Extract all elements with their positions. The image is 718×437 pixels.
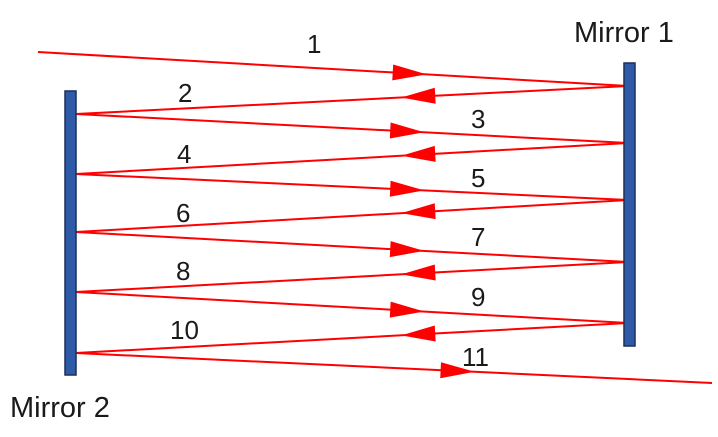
beam-arrow-5 <box>389 180 425 197</box>
segment-label-8: 8 <box>176 256 190 286</box>
segment-label-5: 5 <box>471 163 485 193</box>
segment-label-1: 1 <box>307 29 321 59</box>
beam-segment-4 <box>75 142 629 175</box>
beam-arrow-2 <box>401 87 436 104</box>
beam-segment-8 <box>75 261 629 293</box>
beam-arrow-8 <box>401 264 436 281</box>
mirror-1 <box>623 62 636 347</box>
beam-segment-7 <box>75 231 629 263</box>
beam-segment-5 <box>75 173 629 201</box>
beam-segment-1 <box>37 51 629 87</box>
beam-segment-11 <box>75 352 713 384</box>
beam-arrow-4 <box>401 145 436 162</box>
beam-arrow-10 <box>401 325 436 342</box>
beam-arrow-3 <box>389 122 425 139</box>
segment-label-7: 7 <box>471 222 485 252</box>
mirror-2-label: Mirror 2 <box>10 392 110 424</box>
segment-label-2: 2 <box>178 78 192 108</box>
beam-segment-3 <box>75 113 629 144</box>
beam-arrow-11 <box>440 362 475 379</box>
segment-label-11: 11 <box>462 342 489 372</box>
segment-labels: 1 2 3 4 5 6 7 8 9 10 11 <box>170 29 489 372</box>
beam-arrow-7 <box>389 241 425 258</box>
mirror-1-label: Mirror 1 <box>574 17 674 49</box>
beam-segment-2 <box>75 85 629 115</box>
beam-segment-9 <box>75 291 629 324</box>
beam-paths <box>37 51 713 384</box>
beam-arrow-9 <box>389 301 425 318</box>
beam-arrow-1 <box>392 64 427 81</box>
segment-label-6: 6 <box>176 198 190 228</box>
beam-arrow-6 <box>401 203 436 220</box>
beam-direction-arrows <box>389 64 475 379</box>
segment-label-10: 10 <box>170 315 199 345</box>
segment-label-9: 9 <box>471 282 485 312</box>
segment-label-4: 4 <box>177 139 191 169</box>
mirror-2 <box>64 90 77 376</box>
segment-label-3: 3 <box>471 104 485 134</box>
beam-segment-10 <box>75 322 629 354</box>
beam-segment-6 <box>75 199 629 233</box>
